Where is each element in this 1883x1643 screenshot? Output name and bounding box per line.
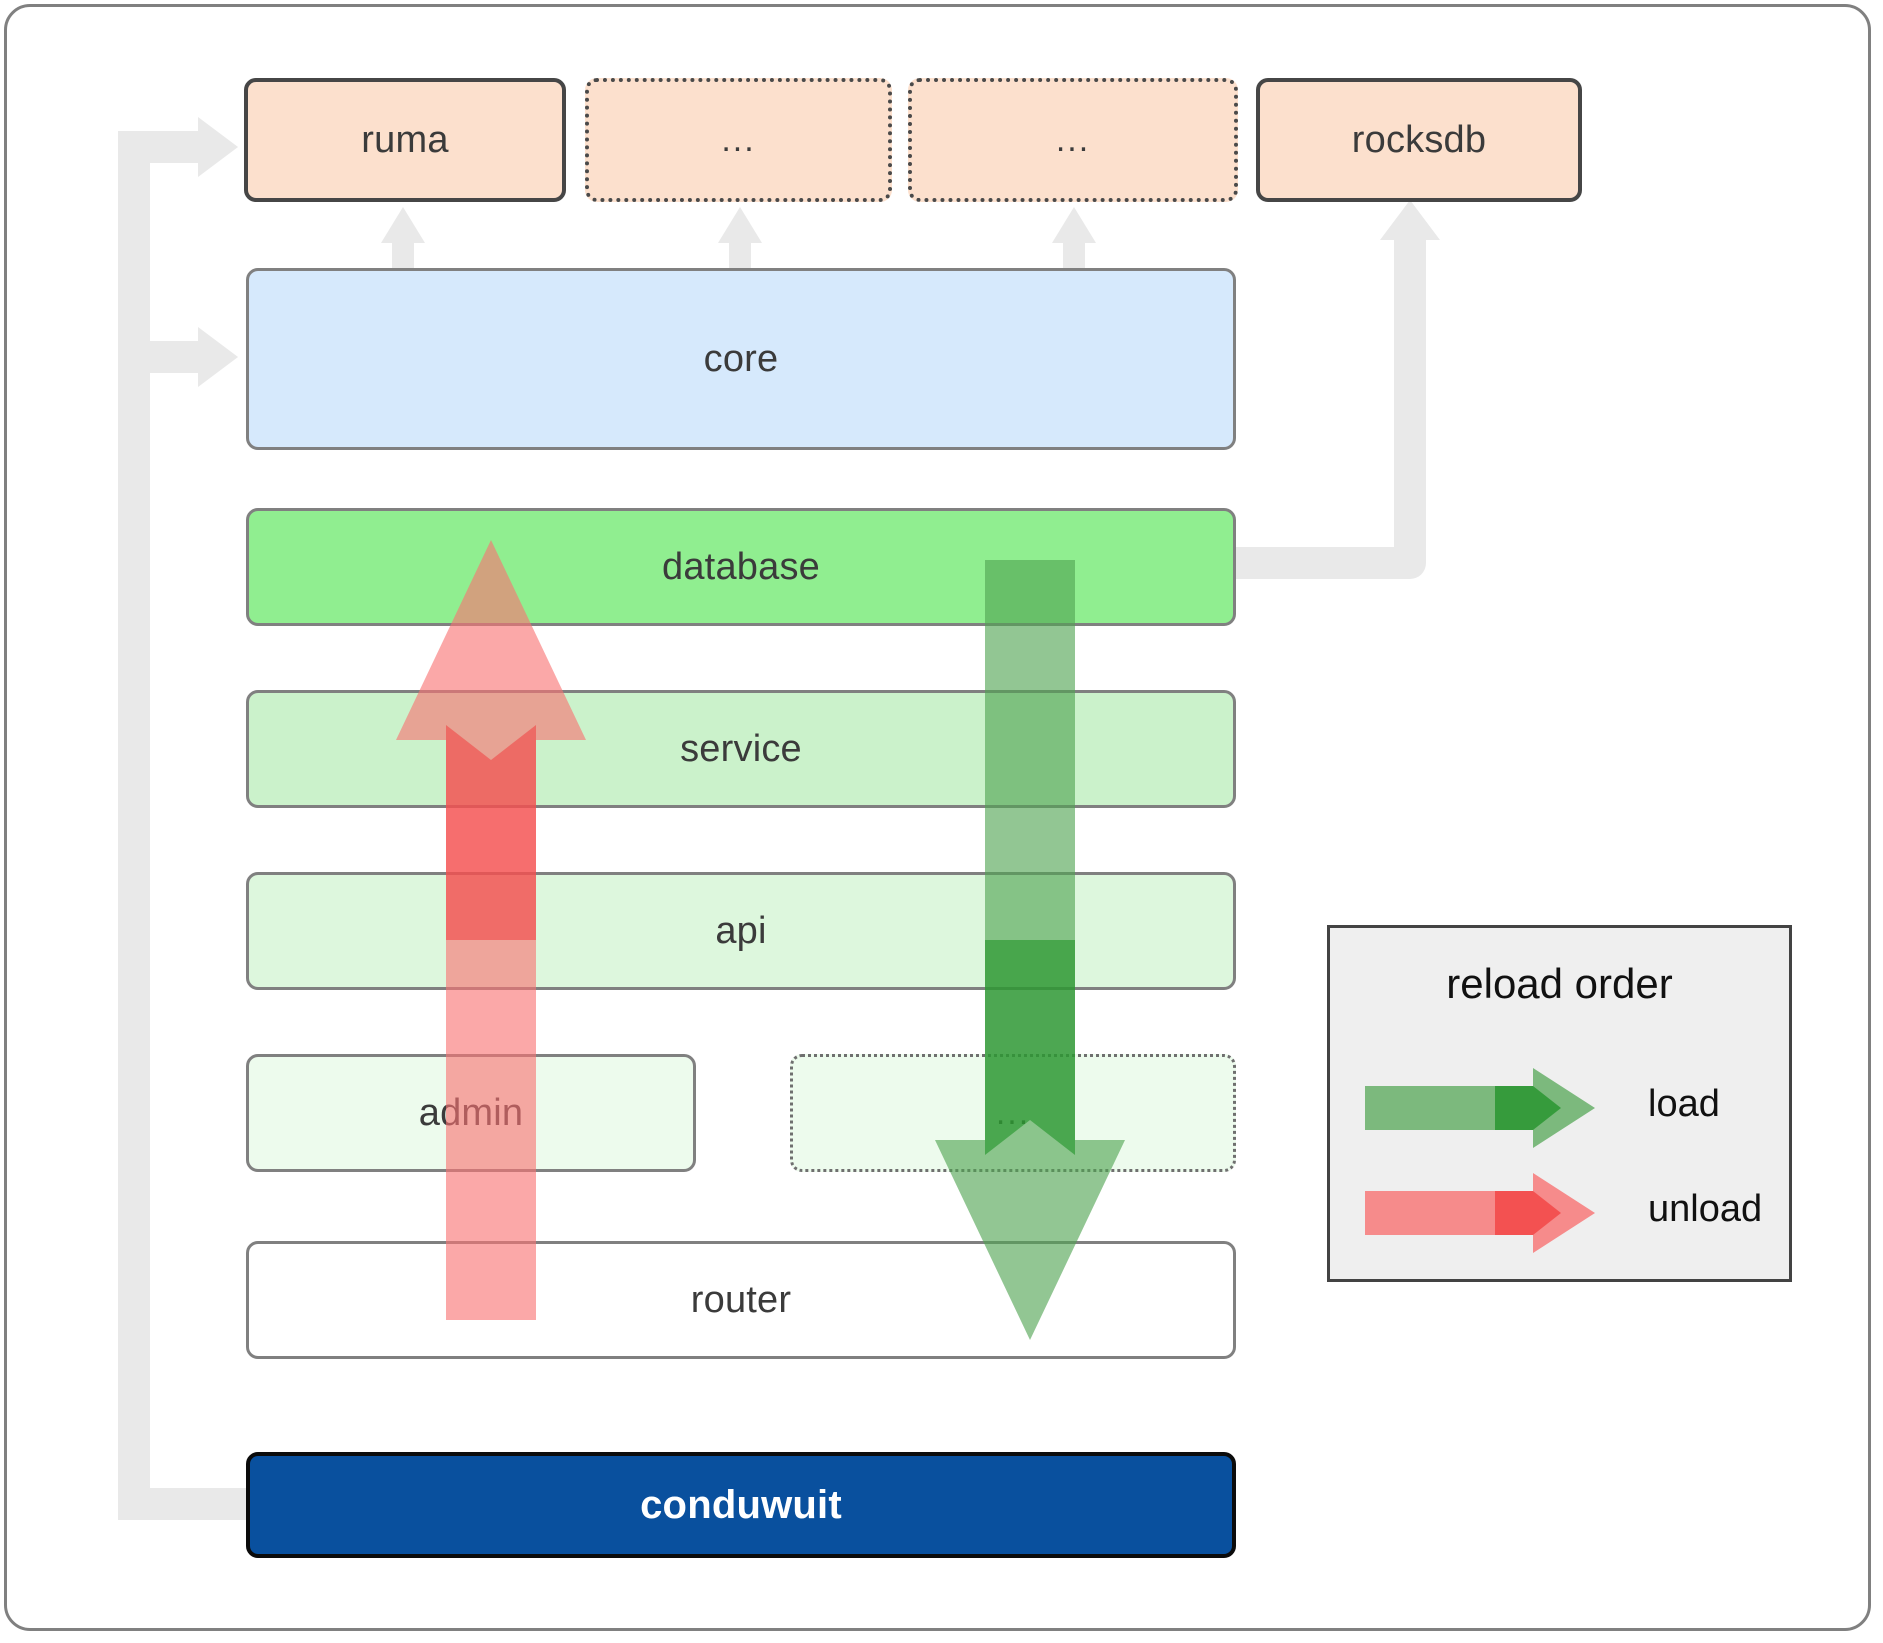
node-service[interactable]: service (246, 690, 1236, 808)
node-rocksdb-label: rocksdb (1351, 118, 1487, 161)
connector-database-to-rocksdb-vertical (1394, 240, 1426, 579)
legend-unload-arrow-icon (1365, 1173, 1595, 1253)
node-api-label: api (715, 909, 767, 952)
legend-title: reload order (1446, 960, 1673, 1007)
node-api[interactable]: api (246, 872, 1236, 990)
node-layer-extra[interactable]: ... (790, 1054, 1236, 1172)
node-core[interactable]: core (246, 268, 1236, 450)
node-external-2-label: ... (721, 120, 756, 159)
core-to-ext3-arrow-icon (1052, 207, 1096, 243)
node-external-3-label: ... (1055, 120, 1091, 159)
node-external-2[interactable]: ... (585, 78, 892, 202)
node-admin[interactable]: admin (246, 1054, 696, 1172)
legend-load-label: load (1648, 1083, 1720, 1125)
node-router[interactable]: router (246, 1241, 1236, 1359)
node-external-3[interactable]: ... (908, 78, 1238, 202)
node-core-label: core (703, 337, 779, 380)
connector-database-to-rocksdb-horizontal (1232, 547, 1410, 579)
node-layer-extra-label: ... (995, 1093, 1031, 1132)
diagram-frame (4, 4, 1871, 1631)
connector-arrowhead-ruma (198, 117, 238, 177)
node-admin-label: admin (418, 1091, 524, 1134)
connector-left-spine (118, 131, 150, 1520)
legend-panel: reload order load unload (1327, 925, 1792, 1282)
node-ruma[interactable]: ruma (244, 78, 566, 202)
node-conduwuit-label: conduwuit (640, 1482, 842, 1527)
node-router-label: router (690, 1278, 792, 1321)
node-database[interactable]: database (246, 508, 1236, 626)
connector-spine-to-core (118, 341, 198, 373)
connector-arrowhead-core (198, 327, 238, 387)
node-ruma-label: ruma (361, 118, 449, 161)
connector-spine-to-ruma (118, 131, 198, 163)
node-rocksdb[interactable]: rocksdb (1256, 78, 1582, 202)
legend-load-arrow-icon (1365, 1068, 1595, 1148)
node-service-label: service (680, 727, 802, 770)
core-to-ruma-arrow-icon (381, 207, 425, 243)
connector-arrowhead-rocksdb (1380, 200, 1440, 240)
node-database-label: database (662, 545, 820, 588)
legend-unload-label: unload (1648, 1188, 1763, 1230)
node-conduwuit[interactable]: conduwuit (246, 1452, 1236, 1558)
core-to-ext2-arrow-icon (718, 207, 762, 243)
